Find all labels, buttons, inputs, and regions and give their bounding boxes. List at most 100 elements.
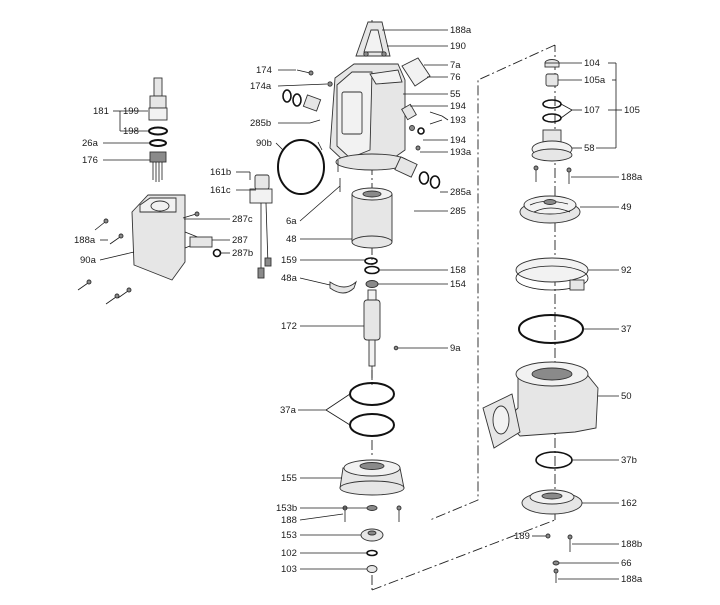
label-159: 159 (281, 255, 297, 266)
o-ring-107-top (542, 99, 562, 109)
bearing-housing-155 (339, 459, 405, 496)
label-48: 48 (286, 234, 297, 245)
label-188a-right: 188a (621, 172, 643, 183)
label-287: 287 (232, 235, 248, 246)
label-6a: 6a (286, 216, 297, 227)
ring-158 (364, 265, 380, 275)
label-188b: 188b (621, 539, 642, 550)
label-26a: 26a (82, 138, 99, 149)
label-198: 198 (123, 126, 139, 137)
label-194-b: 194 (450, 135, 466, 146)
label-188: 188 (281, 515, 297, 526)
seal-153b (366, 505, 378, 511)
label-193: 193 (450, 115, 466, 126)
impeller-49 (519, 195, 581, 224)
label-172: 172 (281, 321, 297, 332)
plugs-193-194 (401, 103, 425, 151)
leader-lines (99, 29, 622, 580)
label-49: 49 (621, 202, 632, 213)
label-55: 55 (450, 89, 461, 100)
nut-105a (545, 73, 559, 87)
label-158: 158 (450, 265, 466, 276)
part-labels: 188a 190 7a 76 55 194 193 194 193a 285a … (74, 25, 643, 585)
label-48a: 48a (281, 273, 298, 284)
lifting-handle-188a (355, 21, 391, 57)
label-66: 66 (621, 558, 632, 569)
label-188a-bottom: 188a (621, 574, 643, 585)
label-155: 155 (281, 473, 297, 484)
label-92: 92 (621, 265, 632, 276)
label-287c: 287c (232, 214, 253, 225)
pin-189 (545, 533, 551, 539)
washer-102 (366, 549, 378, 557)
rotor-172 (363, 289, 381, 378)
clip-48a (329, 280, 357, 294)
switch-assembly-161 (249, 174, 273, 279)
label-7a: 7a (450, 60, 461, 71)
label-102: 102 (281, 548, 297, 559)
label-9a: 9a (450, 343, 461, 354)
label-37b: 37b (621, 455, 637, 466)
adapter-58 (531, 129, 573, 162)
label-105a: 105a (584, 75, 606, 86)
label-199: 199 (123, 106, 139, 117)
stator-48 (351, 187, 393, 249)
label-161c: 161c (210, 185, 231, 196)
label-103: 103 (281, 564, 297, 575)
motor-housing-55 (329, 63, 409, 171)
plug-set-285b (282, 89, 322, 112)
label-161b: 161b (210, 167, 231, 178)
label-193a: 193a (450, 147, 472, 158)
bearing-154 (365, 280, 379, 288)
label-154: 154 (450, 279, 466, 290)
key-9a (393, 345, 399, 351)
o-ring-37 (518, 314, 584, 344)
label-37a: 37a (280, 405, 297, 416)
label-107: 107 (584, 105, 600, 116)
gasket-90b (277, 139, 325, 195)
nut-103 (366, 565, 378, 573)
cable-gland-part (149, 95, 167, 109)
screws-188a-left (77, 211, 200, 305)
label-188a-left: 188a (74, 235, 96, 246)
o-ring-37b (535, 451, 573, 469)
plug-287 (189, 236, 213, 248)
label-194-a: 194 (450, 101, 466, 112)
label-190: 190 (450, 41, 466, 52)
label-105: 105 (624, 105, 640, 116)
label-153b: 153b (276, 503, 297, 514)
label-90a: 90a (80, 255, 97, 266)
cover-7a (401, 57, 431, 87)
o-ring-287b (212, 248, 222, 258)
label-104: 104 (584, 58, 600, 69)
label-174: 174 (256, 65, 272, 76)
o-ring-37a-bottom (349, 413, 395, 437)
cable-gland-part (153, 77, 163, 97)
label-188a-top: 188a (450, 25, 472, 36)
clamp-ring-92 (515, 257, 589, 291)
o-ring-26a (149, 139, 167, 147)
screw-174 (296, 69, 311, 74)
terminal-housing-90a (131, 194, 222, 281)
plug-set-285 (394, 156, 441, 189)
ring-159 (364, 257, 378, 265)
label-181: 181 (93, 106, 109, 117)
label-162: 162 (621, 498, 637, 509)
label-37: 37 (621, 324, 632, 335)
label-174a: 174a (250, 81, 272, 92)
wear-plate-162 (521, 489, 583, 515)
label-58: 58 (584, 143, 595, 154)
o-ring-37a-top (349, 382, 395, 406)
label-76: 76 (450, 72, 461, 83)
terminal-board-176 (149, 151, 167, 163)
washer-66 (552, 560, 560, 566)
label-287b: 287b (232, 248, 253, 259)
cable-entry-group (148, 77, 168, 182)
washer-174a (327, 81, 333, 87)
o-ring-198 (148, 126, 168, 136)
cable-gland-part (148, 107, 168, 121)
o-ring-107-bottom (542, 113, 562, 123)
cap-104 (544, 59, 560, 68)
